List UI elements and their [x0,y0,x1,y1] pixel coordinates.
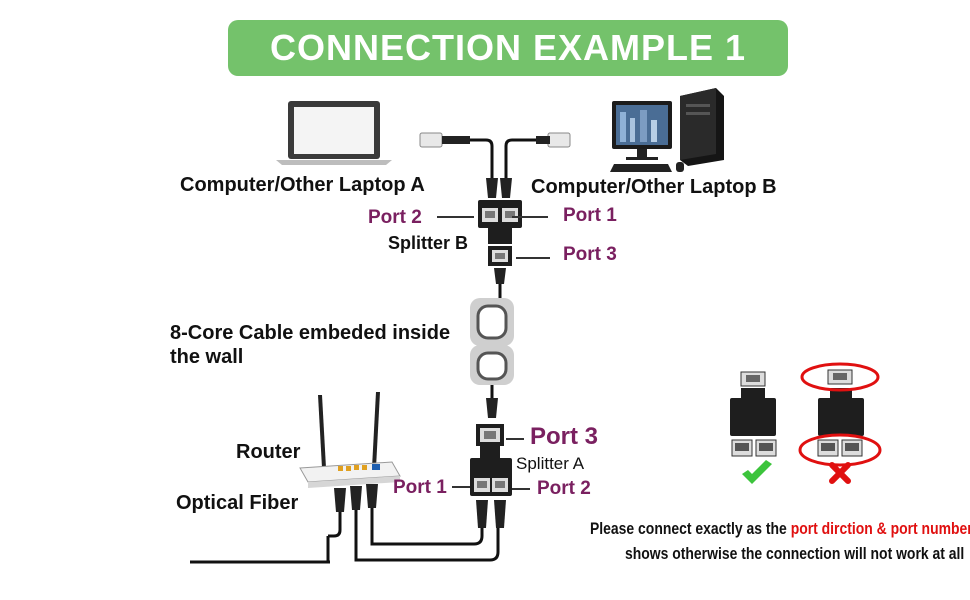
laptop-b-label: Computer/Other Laptop B [531,176,777,198]
instruction-note-prefix: Please connect exactly as the [590,519,791,538]
splitter-b-port1-label: Port 1 [563,205,617,226]
wrong-orientation-splitter [798,362,882,467]
instruction-note-highlight: port dirction & port number [790,519,970,538]
page-title: CONNECTION EXAMPLE 1 [269,27,747,68]
wall-cable [470,298,514,385]
splitter-b-plugs [486,178,512,198]
router-label: Router [236,441,301,463]
title-banner [228,20,788,76]
splitter-a-port1-label: Port 1 [393,477,447,498]
splitter-a-port3-label: Port 3 [530,423,599,450]
lower-cables [190,508,500,564]
router-icon [299,392,401,488]
splitter-b-port2-label: Port 2 [368,207,422,228]
rj45-plug-icon [419,132,470,148]
correct-orientation-splitter [730,371,777,457]
splitter-a [470,424,512,496]
router-plugs [334,484,378,512]
cable-label-line2: the wall [170,346,244,368]
splitter-b-label: Splitter B [388,233,469,253]
splitter-a-label: Splitter A [516,454,585,473]
splitter-b [478,200,522,266]
splitter-a-port2-label: Port 2 [537,478,591,499]
check-icon [742,460,772,484]
rj45-plug-icon [536,132,571,148]
laptop-icon [276,101,392,165]
splitter-b-port3-label: Port 3 [563,244,617,265]
laptop-a-label: Computer/Other Laptop A [180,174,425,196]
desktop-computer-icon [610,88,724,172]
top-cables [470,138,536,180]
instruction-note-line1: Please connect exactly as the port dirct… [590,519,970,539]
optical-fiber-label: Optical Fiber [176,492,299,514]
instruction-note-line2: shows otherwise the connection will not … [625,544,965,563]
cable-label: 8-Core Cable embeded inside [170,322,451,344]
port-leader-lines [437,216,550,490]
cross-icon [829,462,851,484]
